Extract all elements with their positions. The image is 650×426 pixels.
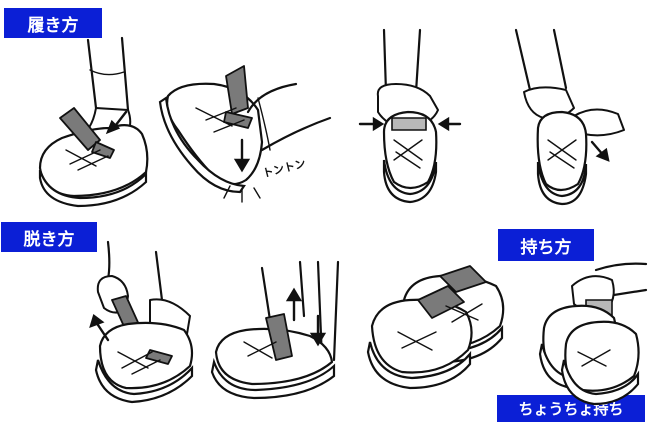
remove-step-2-illustration: [212, 262, 338, 398]
butterfly-carry-illustration: [540, 264, 646, 404]
wear-step-4-illustration: [516, 30, 624, 204]
wear-step-1-illustration: [40, 38, 147, 206]
wear-step-2-illustration: [160, 66, 330, 202]
remove-step-1-illustration: [91, 242, 192, 402]
wear-step-3-illustration: [360, 30, 460, 202]
carry-pair-illustration: [368, 266, 503, 388]
